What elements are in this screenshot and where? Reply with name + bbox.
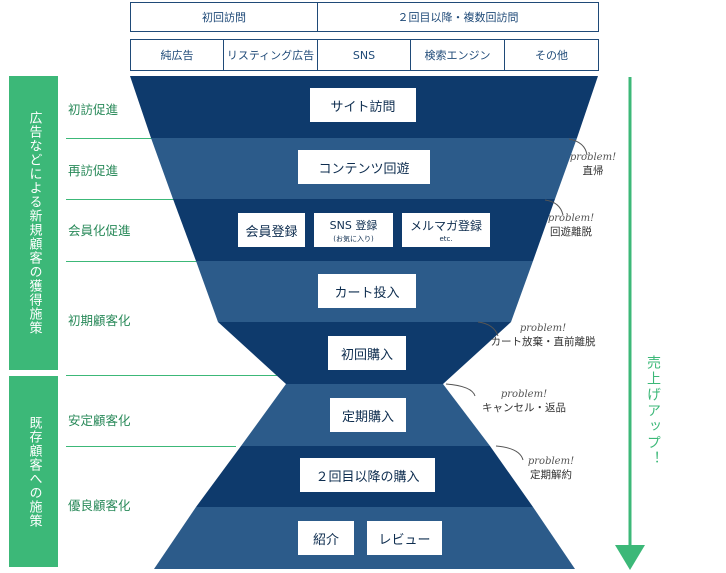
stage-divider: [66, 375, 280, 376]
channel-label: SNS: [352, 48, 376, 62]
review-label: レビュー: [378, 532, 431, 548]
channel-sns: SNS: [317, 39, 411, 71]
problem-cart-abandon: problem! カート放棄・直前離脱: [474, 323, 612, 349]
repeat-purchase-box: ２回目以降の購入: [300, 458, 435, 492]
first-purchase-box: 初回購入: [328, 336, 406, 370]
sns-reg-sublabel: (お気に入り): [333, 234, 374, 243]
problem-tag: problem!: [500, 389, 548, 400]
mailmag-reg-box: メルマガ登録 etc.: [402, 213, 490, 247]
problem-bounce: problem! 直帰: [565, 152, 621, 178]
site-visit-box: サイト訪問: [310, 88, 416, 122]
problem-text: 定期解約: [530, 469, 572, 481]
stage-label-stable-customer: 安定顧客化: [68, 413, 131, 428]
repeat-purchase-label: ２回目以降の購入: [315, 469, 420, 485]
channel-label: その他: [535, 49, 568, 62]
problem-tag: problem!: [527, 456, 575, 467]
member-reg-box: 会員登録: [238, 213, 305, 247]
first-visit-label: 初回訪問: [202, 11, 246, 24]
problem-connector: [544, 199, 564, 216]
header-first-visit: 初回訪問: [130, 2, 318, 32]
new-customer-bar: 広告などによる新規顧客の獲得施策: [9, 76, 58, 370]
referral-box: 紹介: [298, 521, 354, 555]
problem-connector: [568, 138, 588, 156]
problem-connector: [495, 445, 524, 461]
mailmag-reg-label: メルマガ登録: [409, 219, 482, 233]
sns-reg-box: SNS 登録 (お気に入り): [314, 213, 393, 247]
stage-divider: [66, 138, 156, 139]
review-box: レビュー: [367, 521, 442, 555]
subscription-label: 定期購入: [341, 409, 394, 425]
channel-other: その他: [504, 39, 599, 71]
repeat-visit-label: ２回目以降・複数回訪問: [397, 11, 519, 24]
subscription-box: 定期購入: [330, 398, 406, 432]
referral-label: 紹介: [312, 532, 339, 548]
first-purchase-label: 初回購入: [340, 347, 393, 363]
sales-arrow-head: [615, 545, 645, 570]
channel-listing-ad: リスティング広告: [223, 39, 318, 71]
mailmag-sublabel: etc.: [439, 235, 453, 243]
stage-label-first-visit: 初訪促進: [68, 102, 119, 117]
problem-tag: problem!: [547, 213, 595, 224]
problem-text: 直帰: [582, 165, 604, 177]
funnel-band-referral: [154, 507, 575, 569]
problem-connector: [477, 321, 499, 337]
channel-label: 検索エンジン: [424, 49, 491, 62]
problem-text: 回遊離脱: [550, 226, 592, 238]
sales-up-label: 売上げアップ！: [643, 355, 663, 467]
problem-tour-exit: problem! 回遊離脱: [540, 213, 602, 239]
problem-connector: [445, 383, 476, 397]
stage-divider: [66, 446, 236, 447]
stage-label-loyal-customer: 優良顧客化: [68, 498, 131, 513]
stage-label-revisit: 再訪促進: [68, 163, 119, 178]
site-visit-label: サイト訪問: [330, 99, 396, 115]
stage-divider: [66, 261, 201, 262]
header-repeat-visit: ２回目以降・複数回訪問: [317, 2, 599, 32]
channel-label: リスティング広告: [226, 49, 315, 62]
problem-cancel-return: problem! キャンセル・返品: [472, 389, 576, 415]
content-tour-box: コンテンツ回遊: [298, 150, 430, 184]
existing-customer-bar: 既存顧客への施策: [9, 376, 58, 567]
channel-search-engine: 検索エンジン: [410, 39, 505, 71]
stage-label-membership: 会員化促進: [68, 223, 131, 238]
cart-box: カート投入: [318, 274, 416, 308]
existing-customer-label: 既存顧客への施策: [26, 415, 42, 528]
content-tour-label: コンテンツ回遊: [318, 161, 410, 177]
cart-label: カート投入: [334, 285, 400, 301]
channel-label: 純広告: [160, 49, 194, 62]
problem-tag: problem!: [519, 323, 567, 334]
member-reg-label: 会員登録: [245, 224, 298, 240]
sns-reg-label: SNS 登録: [329, 218, 378, 232]
problem-tag: problem!: [569, 152, 617, 163]
stage-divider: [66, 199, 178, 200]
problem-text: キャンセル・返品: [482, 402, 566, 414]
channel-pure-ad: 純広告: [130, 39, 224, 71]
problem-unsubscribe: problem! 定期解約: [516, 456, 586, 482]
stage-label-initial-customer: 初期顧客化: [68, 313, 131, 328]
problem-text: カート放棄・直前離脱: [490, 336, 596, 348]
new-customer-label: 広告などによる新規顧客の獲得施策: [26, 111, 42, 335]
